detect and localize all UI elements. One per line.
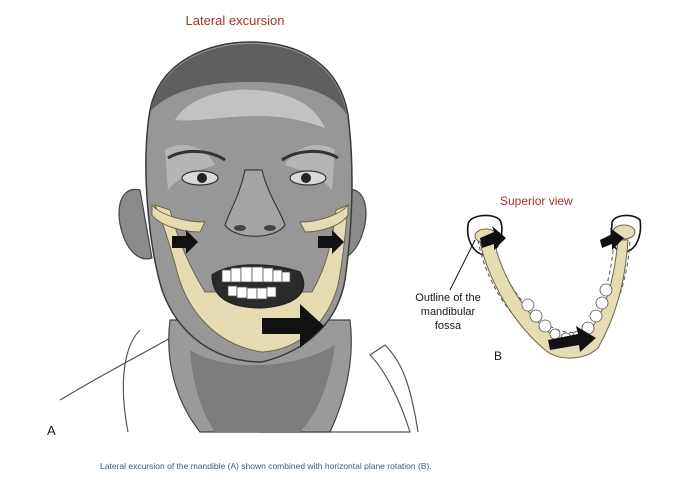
- nostril-right: [264, 225, 276, 231]
- nose: [224, 169, 286, 237]
- panel-a-title: Lateral excursion: [185, 13, 285, 28]
- collar-left: [122, 329, 141, 433]
- panel-a-letter: A: [47, 423, 56, 438]
- mandible-bone: [154, 204, 349, 353]
- cheek-highlight-left: [165, 145, 215, 190]
- fossa-leader-line: [449, 239, 476, 291]
- ear-left: [118, 188, 153, 260]
- panel-a-face: [59, 41, 419, 433]
- zygomatic-right: [299, 203, 349, 233]
- panel-b-letter: B: [494, 349, 503, 363]
- nostril-left: [234, 225, 246, 231]
- eyebrow-right: [281, 150, 339, 162]
- arch-arrow: [548, 326, 596, 352]
- teeth: [221, 266, 291, 300]
- panel-b-title: Superior view: [500, 194, 573, 208]
- eyebrow-left: [167, 150, 226, 162]
- fossa-label: Outline of the mandibular fossa: [415, 292, 481, 332]
- pupil-left: [197, 173, 207, 183]
- neck-shadow: [190, 345, 335, 432]
- condyle-arrow-right: [318, 230, 344, 254]
- pupil-right: [301, 173, 311, 183]
- condyle-arrow-b-right: [600, 228, 624, 250]
- large-arrow-icon: [262, 304, 324, 348]
- condyle-arrow-left: [172, 230, 198, 254]
- hair: [150, 44, 347, 115]
- figure-caption: Lateral excursion of the mandible (A) sh…: [100, 461, 432, 471]
- panel-b-mandible: [449, 214, 642, 359]
- condyle-arrow-b-left: [480, 226, 506, 250]
- forehead-highlight: [175, 89, 325, 128]
- zygomatic-left: [151, 203, 206, 233]
